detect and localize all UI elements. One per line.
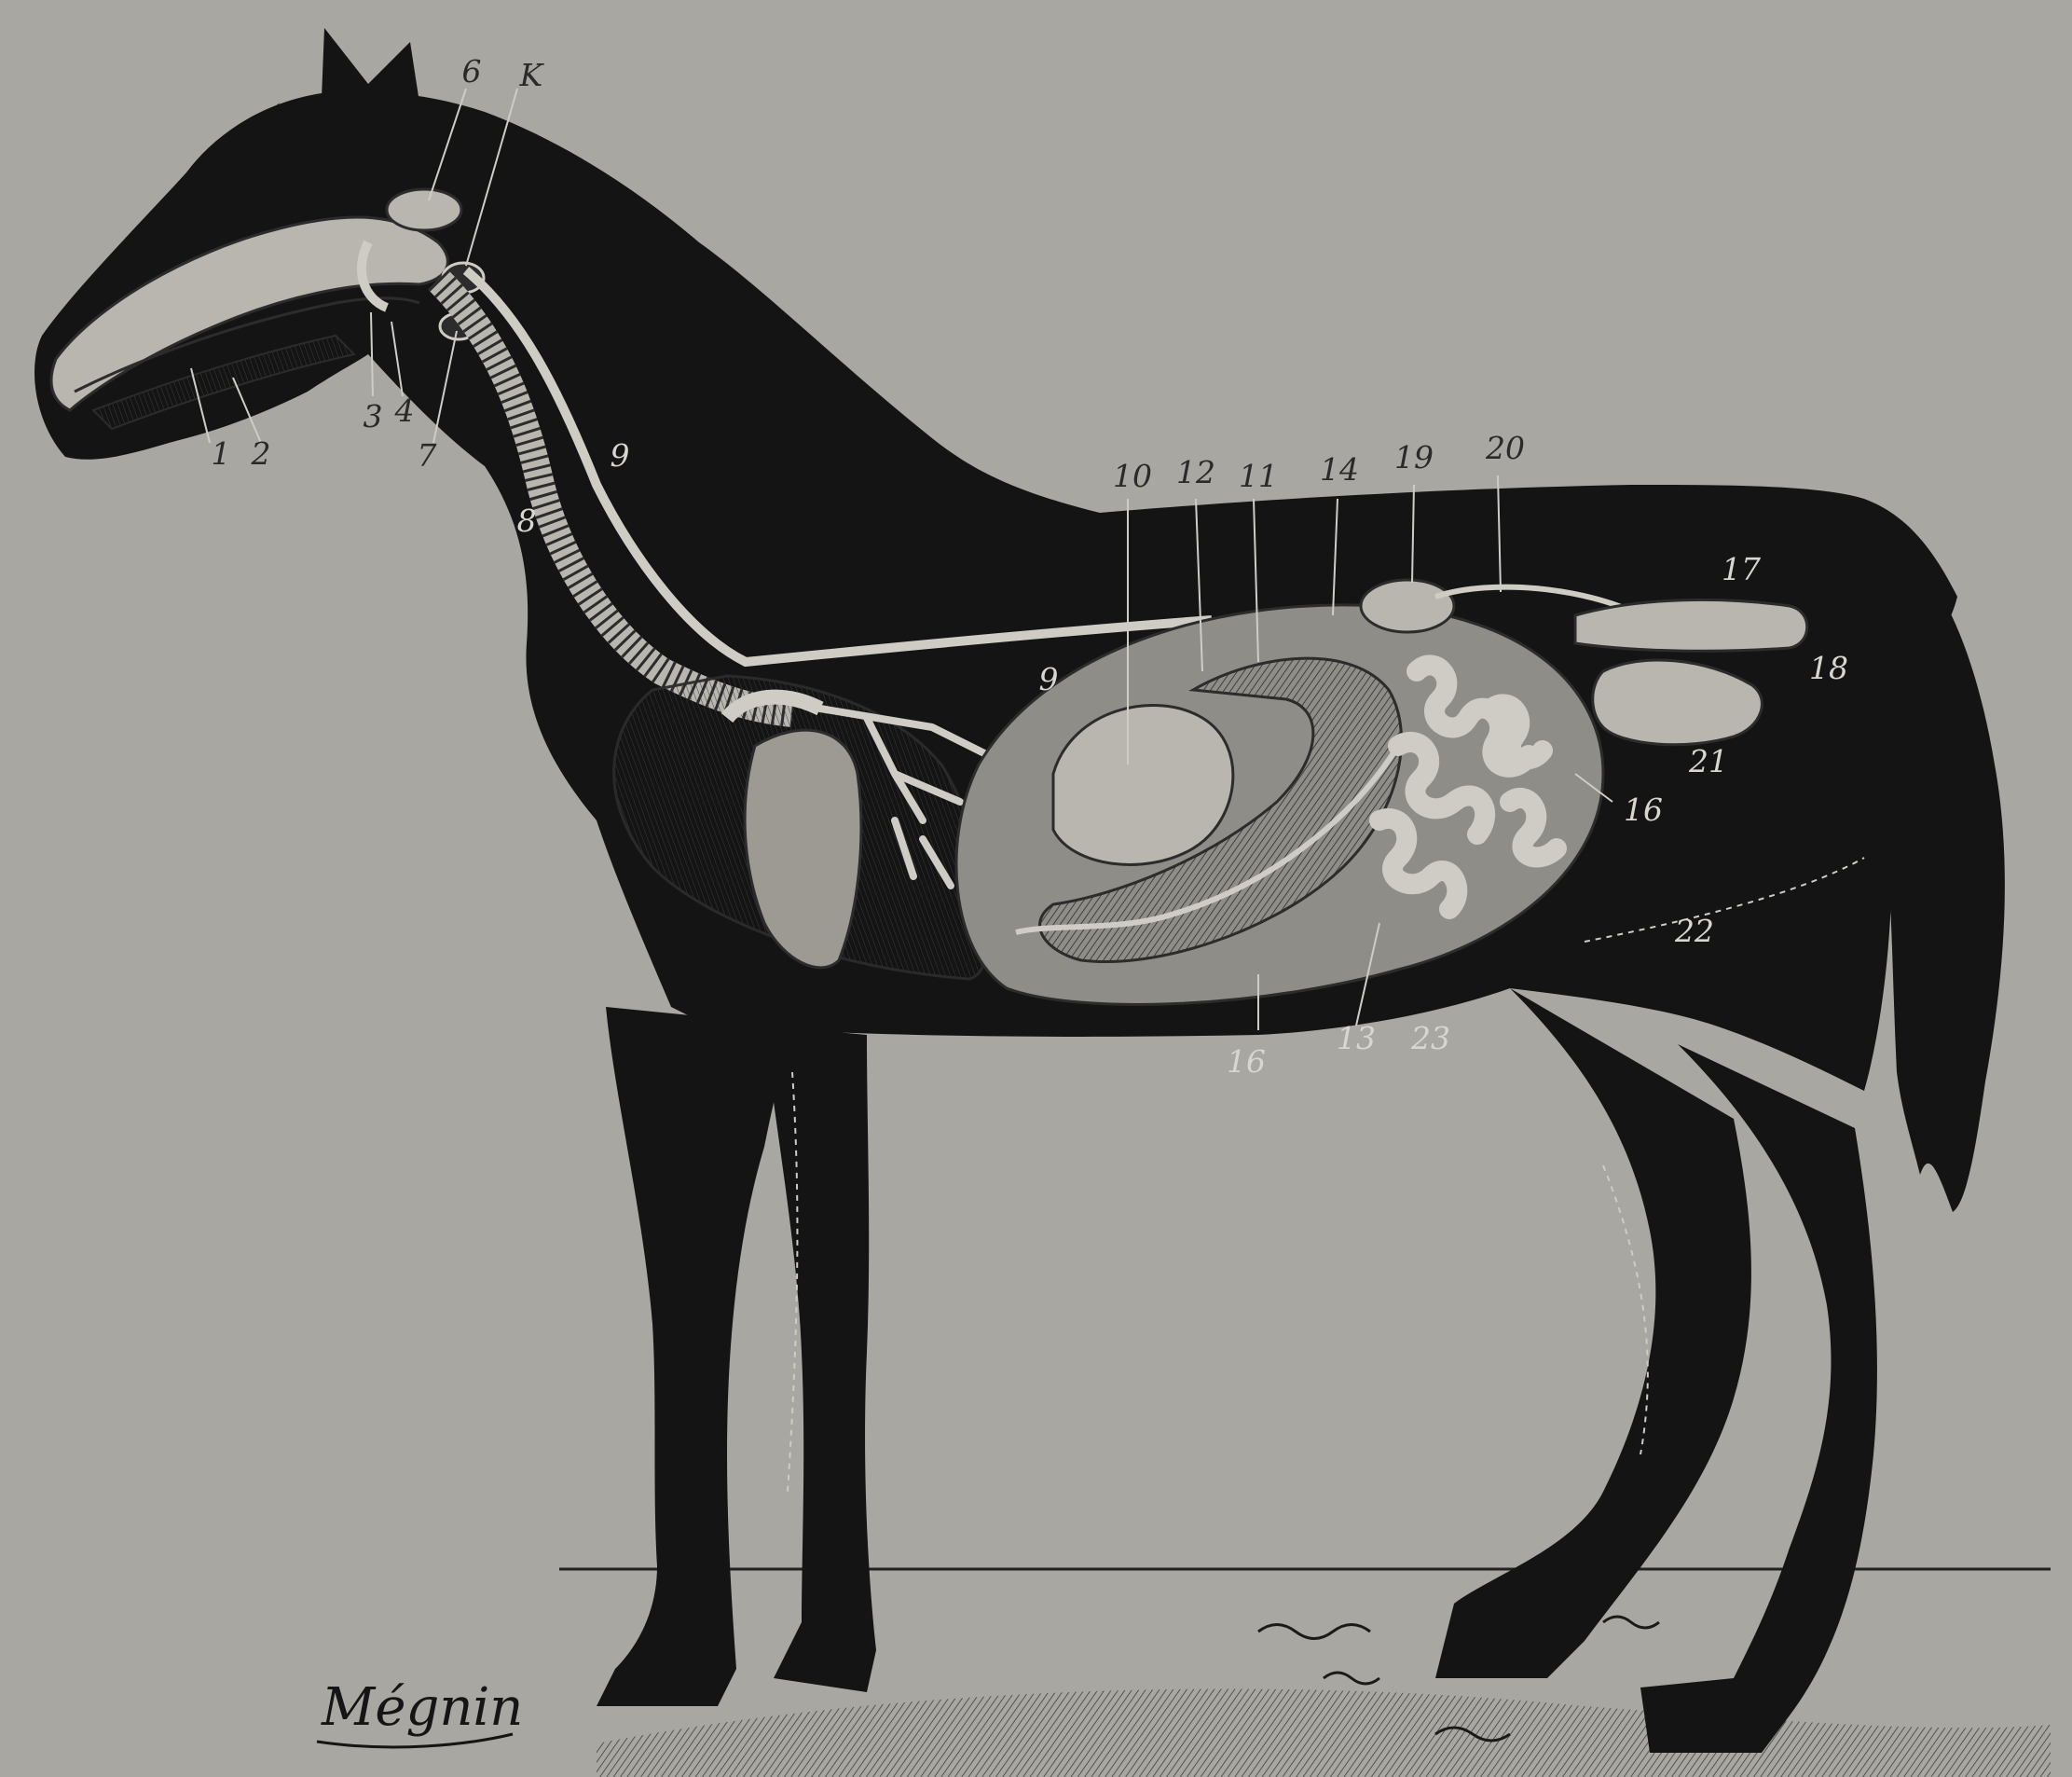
callout-22: 22: [1674, 913, 1714, 949]
callout-16-right: 16: [1624, 792, 1663, 828]
callout-9-neck: 9: [611, 437, 630, 474]
callout-23: 23: [1410, 1020, 1450, 1056]
callout-14: 14: [1320, 451, 1359, 488]
callout-11: 11: [1239, 458, 1278, 494]
callout-16-bottom: 16: [1227, 1043, 1266, 1080]
callout-10: 10: [1113, 458, 1152, 494]
callout-20: 20: [1485, 430, 1525, 466]
callout-8: 8: [517, 503, 537, 539]
artist-signature: Mégnin: [317, 1677, 523, 1747]
callout-17: 17: [1722, 551, 1761, 587]
callout-4: 4: [394, 393, 415, 429]
callout-7: 7: [418, 437, 437, 474]
callout-3: 3: [364, 398, 383, 434]
callout-18: 18: [1809, 650, 1848, 686]
callout-13: 13: [1337, 1020, 1376, 1056]
callout-21: 21: [1688, 743, 1728, 779]
callout-9-body: 9: [1039, 661, 1059, 697]
callout-k: K: [519, 57, 545, 93]
signature-text: Mégnin: [321, 1677, 523, 1738]
callout-2: 2: [251, 435, 271, 472]
callout-6: 6: [462, 53, 482, 90]
callout-12: 12: [1176, 454, 1215, 490]
callout-1: 1: [212, 435, 231, 472]
callout-19: 19: [1394, 439, 1434, 475]
